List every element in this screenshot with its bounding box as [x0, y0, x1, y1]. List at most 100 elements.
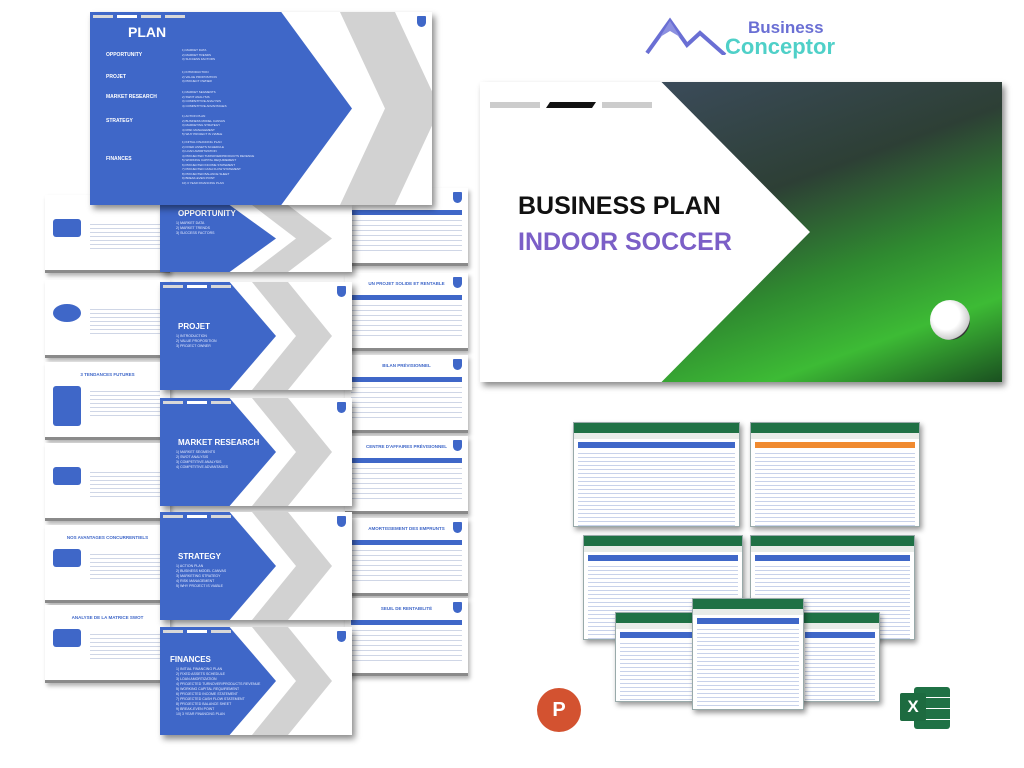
hero-cover-slide: BUSINESS PLAN INDOOR SOCCER: [480, 82, 1002, 382]
slide-nav-bar: [163, 630, 231, 633]
section-item: 10) 3 YEAR FINANCING PLAN: [176, 712, 225, 716]
section-item: 3) COMPETITIVE ANALYSIS: [176, 460, 222, 464]
table-header: [351, 620, 462, 625]
background-slide: BILAN PRÉVISIONNEL: [345, 355, 468, 433]
shield-logo-icon: [337, 631, 346, 642]
slide-heading: UN PROJET SOLIDE ET RENTABLE: [368, 281, 445, 286]
section-item: 2) VALUE PROPOSITION: [176, 339, 217, 343]
spreadsheet-preview: [573, 422, 740, 527]
powerpoint-letter: P: [552, 699, 566, 721]
section-title: PROJET: [178, 322, 211, 331]
brand-line1: Business: [748, 18, 824, 37]
section-title: OPPORTUNITY: [178, 209, 236, 218]
slide-graphic: [53, 386, 81, 426]
plan-section-item: 7) PROJECTED CASH FLOW STATEMENT: [182, 167, 241, 171]
section-item: 5) WHY PROJECT IS VIABLE: [176, 584, 223, 588]
plan-section-item: 3) MARKETING STRATEGY: [182, 123, 221, 127]
background-slide: [45, 443, 170, 521]
brand-line2: Conceptor: [725, 34, 835, 59]
section-item: 3) MARKETING STRATEGY: [176, 574, 221, 578]
section-item: 3) PROJECT OWNER: [176, 344, 211, 348]
table-body: [351, 464, 462, 502]
slide-graphic: [53, 549, 81, 567]
section-item: 2) BUSINESS MODEL CANVAS: [176, 569, 227, 573]
plan-section-item: 1) ACTION PLAN: [182, 114, 206, 118]
background-slide: SEUIL DE RENTABILITÉ: [345, 598, 468, 676]
section-item: 3) LOAN AMORTIZATION: [176, 677, 217, 681]
plan-section-item: 4) PROJECTED TURNOVER/PRODUCTS REVENUE: [182, 153, 255, 158]
plan-section-item: 4) RISK MANAGEMENT: [182, 127, 215, 132]
shield-logo-icon: [337, 402, 346, 413]
section-item: 4) COMPETITIVE ADVANTAGES: [176, 465, 228, 469]
table-header: [351, 210, 462, 215]
section-title: STRATEGY: [178, 552, 221, 561]
table-body: [351, 546, 462, 584]
slide-graphic: [53, 467, 81, 485]
mountain-logo-icon: [645, 17, 727, 55]
brand-logo: Business Conceptor: [645, 15, 865, 60]
section-item: 1) INTRODUCTION: [176, 334, 207, 338]
plan-section-item: 3) PROJECT OWNER: [182, 79, 212, 83]
hero-subtitle: INDOOR SOCCER: [518, 228, 732, 256]
plan-section-item: 5) WORKING CAPITAL REQUIREMENT: [182, 158, 237, 162]
table-header: [351, 458, 462, 463]
plan-section-strategy: STRATEGY: [106, 118, 133, 124]
plan-section-item: 10) 3 YEAR FINANCING PLAN: [182, 180, 224, 185]
section-item: 9) BREAK-EVEN POINT: [176, 707, 215, 711]
table-header: [351, 540, 462, 545]
shield-logo-icon: [337, 516, 346, 527]
plan-section-item: 2) BUSINESS MODEL CANVAS: [182, 118, 226, 123]
plan-section-item: 9) BREAK-EVEN POINT: [182, 176, 215, 180]
slide-text: [90, 469, 160, 499]
section-title: FINANCES: [170, 655, 211, 664]
spreadsheet-preview: [692, 598, 804, 710]
plan-section-item: 2) FIXED ASSETS SCHEDULE: [182, 144, 225, 149]
slide-heading: SEUIL DE RENTABILITÉ: [380, 606, 433, 611]
section-item: 5) WORKING CAPITAL REQUIREMENT: [176, 687, 240, 691]
slide-heading: BILAN PRÉVISIONNEL: [382, 363, 431, 368]
plan-section-item: 2) SWOT ANALYSIS: [182, 94, 210, 99]
slide-graphic: [53, 304, 81, 322]
plan-section-item: 1) INITIAL FINANCING PLAN: [182, 140, 222, 144]
section-item: 1) MARKET DATA: [176, 221, 205, 225]
slide-heading: NOS AVANTAGES CONCURRENTIELS: [66, 535, 149, 540]
slide-nav-bar: [163, 515, 231, 518]
slide-text: [90, 221, 160, 251]
plan-section-item: 1) INTRODUCTION: [182, 70, 209, 74]
plan-section-item: 3) LOAN AMORTIZATION: [182, 149, 217, 153]
background-slide: UN PROJET SOLIDE ET RENTABLE: [345, 273, 468, 351]
powerpoint-icon: P: [537, 688, 581, 732]
section-item: 1) MARKET SEGMENTS: [176, 450, 216, 454]
shield-logo-icon: [453, 192, 462, 203]
section-item: 2) SWOT ANALYSIS: [176, 455, 209, 459]
shield-logo-icon: [337, 286, 346, 297]
spreadsheet-preview: [750, 422, 920, 527]
plan-section-finances: FINANCES: [106, 156, 132, 162]
plan-section-market-research: MARKET RESEARCH: [106, 94, 157, 100]
plan-title: PLAN: [128, 24, 167, 40]
plan-section-item: 4) COMPETITIVE ADVANTAGES: [182, 103, 227, 108]
background-slide: 3 TENDANCES FUTURES: [45, 362, 170, 440]
excel-letter: X: [907, 697, 919, 716]
table-header: [351, 295, 462, 300]
soccer-ball-icon: [930, 300, 970, 340]
shield-logo-icon: [453, 359, 462, 370]
background-slide: NOS AVANTAGES CONCURRENTIELS: [45, 525, 170, 603]
slide-nav-bar: [163, 401, 231, 404]
plan-section-opportunity: OPPORTUNITY: [106, 52, 143, 58]
table-body: [351, 216, 462, 254]
section-item: 4) PROJECTED TURNOVER/PRODUCTS REVENUE: [176, 682, 261, 686]
section-item: 8) PROJECTED BALANCE SHEET: [176, 702, 232, 706]
shield-logo-icon: [417, 16, 426, 27]
